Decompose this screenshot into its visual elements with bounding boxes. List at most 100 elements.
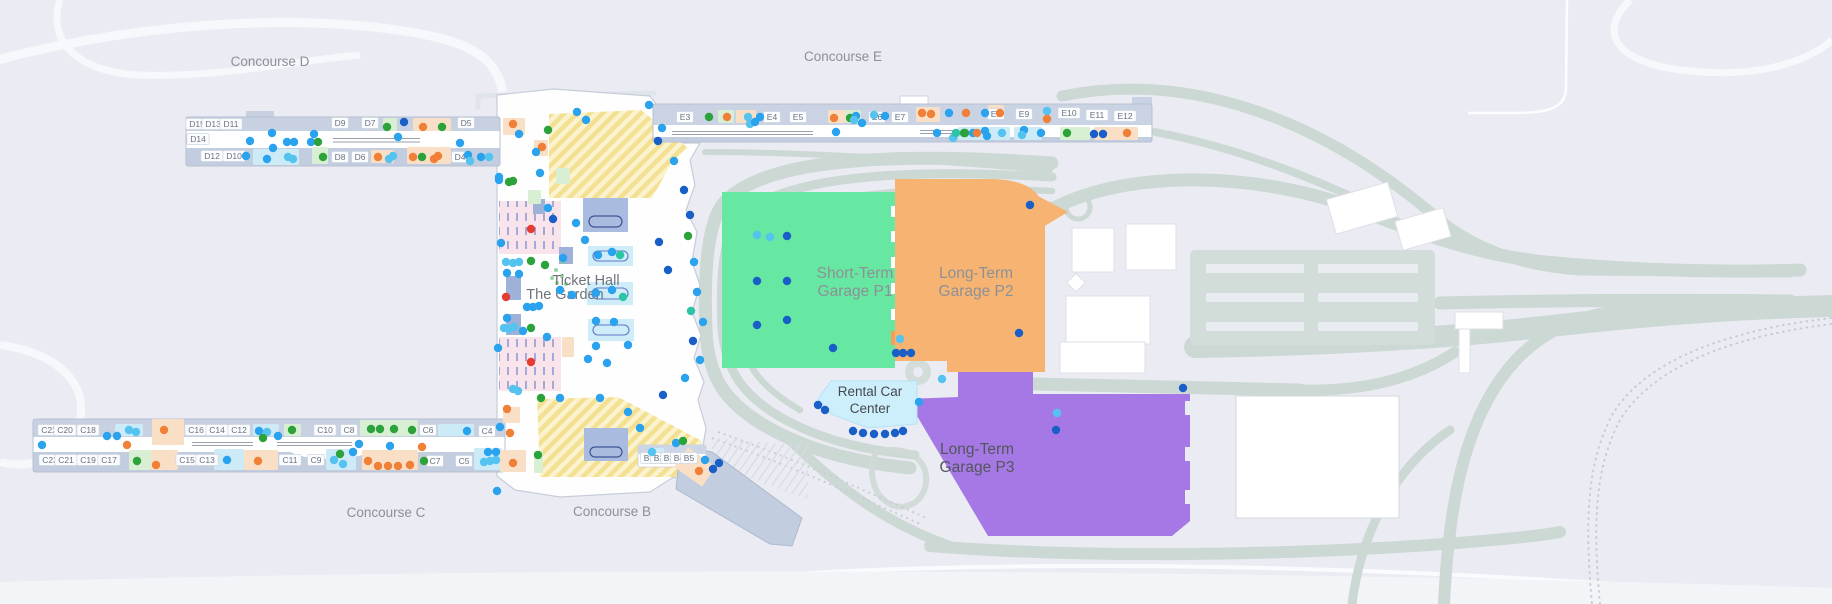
gate-d8[interactable]: D8	[331, 151, 349, 163]
poi-marker[interactable]	[752, 320, 762, 330]
gate-d10[interactable]: D10	[222, 150, 246, 162]
gate-chip[interactable]	[219, 118, 243, 130]
poi-marker[interactable]	[714, 458, 724, 468]
poi-marker[interactable]	[831, 127, 841, 137]
poi-marker[interactable]	[526, 323, 536, 333]
poi-marker[interactable]	[131, 427, 141, 437]
gate-c19[interactable]: C19	[76, 454, 100, 466]
poi-marker[interactable]	[647, 447, 657, 457]
poi-marker[interactable]	[531, 147, 541, 157]
poi-marker[interactable]	[501, 292, 511, 302]
gate-c14[interactable]: C14	[205, 424, 229, 436]
poi-marker[interactable]	[419, 456, 429, 466]
poi-marker[interactable]	[869, 429, 879, 439]
poi-marker[interactable]	[595, 393, 605, 403]
poi-marker[interactable]	[289, 137, 299, 147]
poi-marker[interactable]	[132, 456, 142, 466]
poi-marker[interactable]	[514, 129, 524, 139]
poi-marker[interactable]	[678, 436, 688, 446]
poi-marker[interactable]	[972, 128, 982, 138]
poi-marker[interactable]	[493, 343, 503, 353]
poi-marker[interactable]	[509, 322, 519, 332]
gate-c6[interactable]: C6	[419, 424, 437, 436]
gate-c9[interactable]: C9	[307, 454, 325, 466]
poi-marker[interactable]	[537, 142, 547, 152]
poi-marker[interactable]	[1052, 408, 1062, 418]
poi-marker[interactable]	[686, 306, 696, 316]
poi-marker[interactable]	[508, 176, 518, 186]
poi-marker[interactable]	[514, 257, 524, 267]
gate-chip[interactable]	[53, 424, 77, 436]
poi-marker[interactable]	[700, 455, 710, 465]
poi-marker[interactable]	[782, 231, 792, 241]
poi-marker[interactable]	[1025, 200, 1035, 210]
gate-c18[interactable]: C18	[76, 424, 100, 436]
gate-c20[interactable]: C20	[53, 424, 77, 436]
poi-marker[interactable]	[540, 260, 550, 270]
poi-marker[interactable]	[287, 425, 297, 435]
poi-marker[interactable]	[159, 425, 169, 435]
poi-marker[interactable]	[782, 315, 792, 325]
short-term-garage-p1-area[interactable]	[722, 192, 895, 368]
poi-marker[interactable]	[644, 100, 654, 110]
gate-chip[interactable]	[331, 151, 349, 163]
poi-marker[interactable]	[388, 151, 398, 161]
poi-marker[interactable]	[891, 348, 901, 358]
gate-chip[interactable]	[478, 425, 496, 437]
gate-chip[interactable]	[1113, 110, 1137, 122]
poi-marker[interactable]	[514, 269, 524, 279]
poi-marker[interactable]	[698, 317, 708, 327]
gate-c13[interactable]: C13	[195, 454, 219, 466]
poi-marker[interactable]	[890, 428, 900, 438]
poi-marker[interactable]	[960, 128, 970, 138]
poi-marker[interactable]	[944, 108, 954, 118]
long-term-garage-p2-area[interactable]	[895, 179, 1045, 372]
poi-marker[interactable]	[829, 113, 839, 123]
poi-marker[interactable]	[491, 455, 501, 465]
poi-marker[interactable]	[602, 358, 612, 368]
poi-marker[interactable]	[869, 110, 879, 120]
poi-marker[interactable]	[102, 431, 112, 441]
poi-marker[interactable]	[455, 138, 465, 148]
gate-d7[interactable]: D7	[361, 117, 379, 129]
gate-e12[interactable]: E12	[1113, 110, 1137, 122]
poi-marker[interactable]	[309, 129, 319, 139]
poi-marker[interactable]	[571, 218, 581, 228]
gate-e9[interactable]: E9	[1015, 108, 1033, 120]
poi-marker[interactable]	[393, 132, 403, 142]
poi-marker[interactable]	[663, 265, 673, 275]
gate-c17[interactable]: C17	[97, 454, 121, 466]
poi-marker[interactable]	[418, 122, 428, 132]
poi-marker[interactable]	[526, 357, 536, 367]
poi-marker[interactable]	[615, 250, 625, 260]
gate-c10[interactable]: C10	[313, 424, 337, 436]
poi-marker[interactable]	[849, 115, 859, 125]
poi-marker[interactable]	[880, 429, 890, 439]
poi-marker[interactable]	[273, 431, 283, 441]
poi-marker[interactable]	[982, 131, 992, 141]
poi-marker[interactable]	[572, 107, 582, 117]
gate-chip[interactable]	[351, 151, 369, 163]
poi-marker[interactable]	[917, 108, 927, 118]
poi-marker[interactable]	[151, 460, 161, 470]
poi-marker[interactable]	[857, 118, 867, 128]
poi-marker[interactable]	[417, 442, 427, 452]
poi-marker[interactable]	[124, 425, 134, 435]
gate-d6[interactable]: D6	[351, 151, 369, 163]
poi-marker[interactable]	[1062, 128, 1072, 138]
poi-marker[interactable]	[607, 247, 617, 257]
poi-marker[interactable]	[363, 456, 373, 466]
poi-marker[interactable]	[462, 426, 472, 436]
gate-d11[interactable]: D11	[219, 118, 243, 130]
gate-chip[interactable]	[97, 454, 121, 466]
poi-marker[interactable]	[491, 447, 501, 457]
long-term-garage-p3-area[interactable]	[907, 372, 1190, 536]
poi-marker[interactable]	[373, 461, 383, 471]
gate-chip[interactable]	[313, 424, 337, 436]
poi-marker[interactable]	[755, 112, 765, 122]
poi-marker[interactable]	[688, 336, 698, 346]
poi-marker[interactable]	[932, 128, 942, 138]
poi-marker[interactable]	[258, 433, 268, 443]
poi-marker[interactable]	[858, 428, 868, 438]
poi-marker[interactable]	[268, 143, 278, 153]
